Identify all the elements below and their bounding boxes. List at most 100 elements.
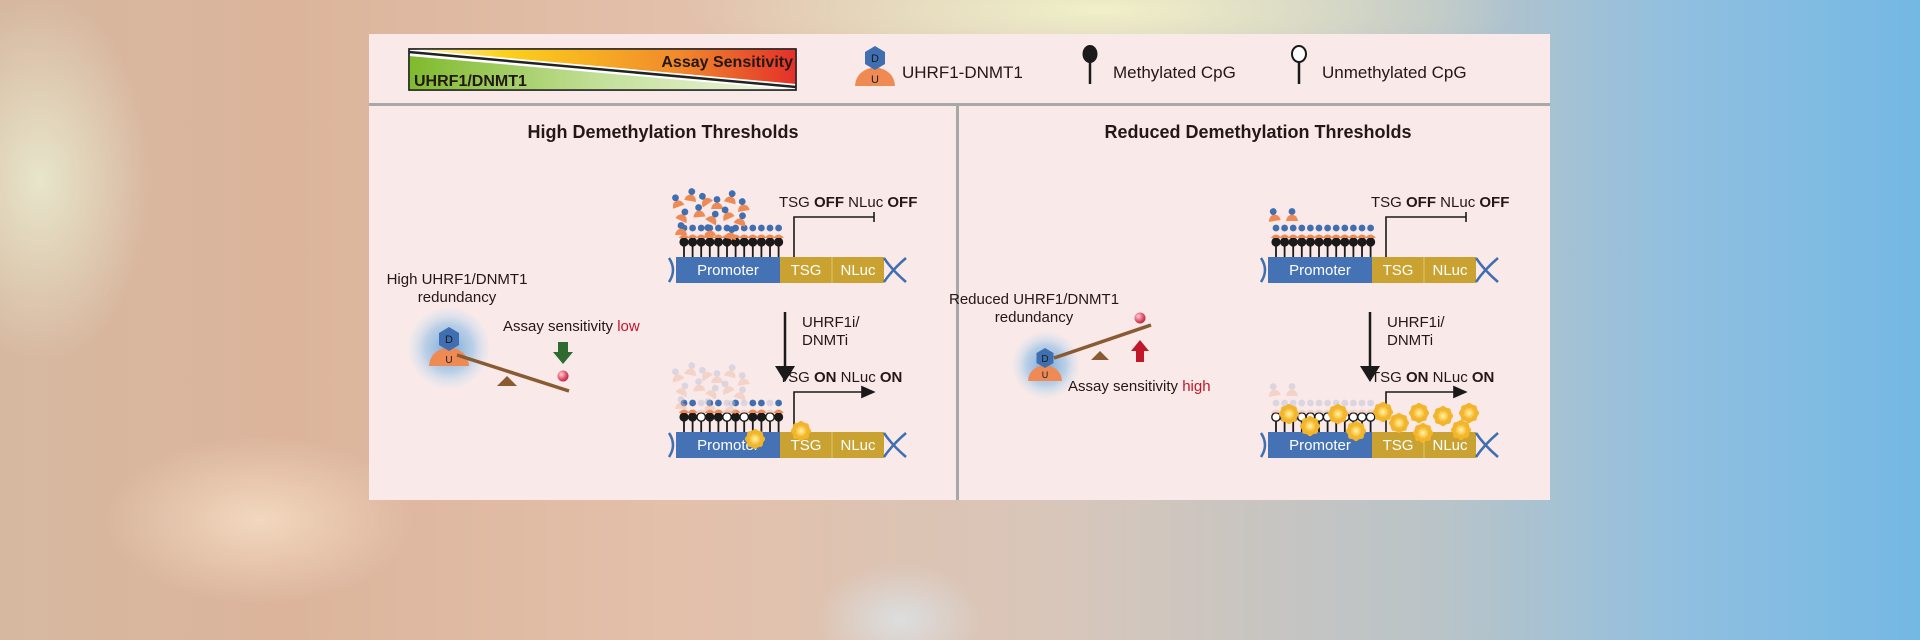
uhrf1-dnmt1-complex: [672, 194, 685, 209]
legend-methylated-label: Methylated CpG: [1113, 63, 1236, 82]
methylated-cpg: [773, 224, 784, 257]
methylated-cpg: [730, 399, 741, 432]
svg-text:DNMTi: DNMTi: [1387, 332, 1433, 349]
bound-complex: [1348, 399, 1359, 413]
free-complexes-before: [672, 188, 750, 240]
svg-text:redundancy: redundancy: [418, 289, 497, 306]
nluc-label: NLuc: [840, 437, 876, 454]
bound-complex: [756, 224, 767, 238]
uhrf1-dnmt1-complex: [684, 362, 697, 376]
down-arrow-icon: [553, 342, 573, 364]
treatment-arrow: UHRF1i/ DNMTi: [775, 312, 860, 382]
nluc-luminescence: [1345, 420, 1367, 442]
uhrf1-dnmt1-complex: [723, 190, 736, 205]
bound-complex: [721, 399, 733, 413]
nluc-label: NLuc: [840, 262, 876, 279]
svg-text:High UHRF1/DNMT1: High UHRF1/DNMT1: [387, 271, 528, 288]
panel-reduced-threshold: Reduced Demethylation Thresholds Reduced…: [949, 122, 1509, 458]
nluc-luminescence: [1412, 422, 1434, 444]
bound-complex: [773, 399, 784, 413]
uhrf1-dnmt1-complex: [724, 226, 737, 240]
seesaw-beam: [456, 353, 570, 393]
bound-complex: [1270, 224, 1282, 238]
expression-status: TSG OFF NLuc OFF: [779, 194, 917, 211]
dna-end: [1259, 432, 1267, 458]
legend: Assay Sensitivity UHRF1/DNMT1 D U UHRF1-…: [369, 34, 1550, 102]
uhrf1-dnmt1-complex: [693, 204, 706, 218]
redundancy-label: Reduced UHRF1/DNMT1 redundancy: [949, 291, 1119, 326]
dna-cross: [1474, 257, 1499, 283]
methylated-cpg: [764, 224, 776, 257]
svg-text:D: D: [871, 53, 879, 65]
vertical-divider: [956, 106, 959, 500]
transcription-on-arrow: [793, 385, 876, 432]
panel-title: High Demethylation Thresholds: [527, 122, 798, 142]
bound-complex: [1356, 399, 1368, 413]
tsg-label: TSG: [1383, 262, 1414, 279]
bound-complex: [687, 399, 698, 413]
svg-text:UHRF1i/: UHRF1i/: [802, 314, 860, 331]
nluc-luminescence: [1432, 405, 1454, 427]
tsg-label: TSG: [791, 437, 822, 454]
bound-complex: [1339, 224, 1350, 238]
bound-complex: [739, 399, 750, 413]
svg-text:U: U: [445, 355, 452, 366]
nluc-signals: [744, 420, 812, 450]
sensitivity-label: Assay sensitivity high: [1068, 378, 1211, 395]
free-complexes-after: [672, 362, 750, 414]
nluc-label: NLuc: [1432, 262, 1468, 279]
bound-complex: [1331, 224, 1342, 238]
unmethylated-cpg: [764, 399, 776, 432]
nluc-luminescence: [1299, 415, 1321, 437]
methylated-cpg: [1270, 224, 1282, 257]
bound-complex: [1279, 224, 1290, 238]
uhrf1-dnmt1-complex: [733, 212, 746, 227]
methylated-cpg: [687, 224, 698, 257]
seesaw: D U: [409, 308, 573, 393]
expression-status: TSG ON NLuc ON: [1371, 369, 1494, 386]
bound-complex: [1348, 224, 1359, 238]
methylated-cpg: [756, 224, 767, 257]
bound-complex: [1365, 224, 1376, 238]
svg-text:U: U: [1042, 370, 1049, 380]
uhrf1-dnmt1-complex: [675, 208, 689, 224]
bound-complex: [1305, 224, 1316, 238]
methylated-cpg: [773, 399, 784, 432]
unmethylated-cpg: [1348, 399, 1359, 432]
uhrf1-dnmt1-complex: [705, 384, 719, 400]
uhrf1-dnmt1-complex: [693, 378, 706, 392]
bound-complex: [1305, 399, 1316, 413]
tsg-label: TSG: [791, 262, 822, 279]
methylated-cpg: [756, 399, 767, 432]
uhrf1-dnmt1-complex: [711, 370, 723, 383]
promoter-label: Promoter: [1289, 262, 1351, 279]
bound-complex: [747, 399, 758, 413]
uhrf1-dnmt1-complex: [704, 224, 717, 239]
uhrf1-dnmt1-complex: [737, 198, 750, 212]
bound-complex: [739, 224, 750, 238]
nluc-luminescence: [744, 428, 766, 450]
sensitivity-ball: [1134, 312, 1146, 324]
bound-complex: [704, 399, 715, 413]
methylated-cpg: [696, 224, 707, 257]
down-arrow-icon: [775, 366, 795, 382]
unmethylated-cpg: [1365, 399, 1376, 432]
promoter-label: Promoter: [697, 262, 759, 279]
methylated-cpg: [747, 224, 758, 257]
promoter-box: [1268, 257, 1372, 283]
unmethylated-cpg: [739, 399, 750, 432]
uhrf1-dnmt1-complex: [737, 372, 750, 386]
panel-title: Reduced Demethylation Thresholds: [1104, 122, 1411, 142]
seesaw: D U: [1013, 312, 1152, 398]
bound-complex: [696, 224, 707, 238]
treatment-arrow: UHRF1i/ DNMTi: [1360, 312, 1445, 382]
methylated-cpg: [713, 224, 724, 257]
panel-high-threshold: High Demethylation Thresholds High UHRF1…: [387, 122, 917, 458]
free-complexes-after: [1268, 383, 1298, 397]
sensitivity-gradient-triangle: [409, 49, 796, 84]
nluc-luminescence: [1408, 402, 1430, 424]
bound-complex: [1270, 399, 1282, 413]
methylated-cpg: [1322, 224, 1333, 257]
horizontal-divider: [369, 103, 1550, 106]
